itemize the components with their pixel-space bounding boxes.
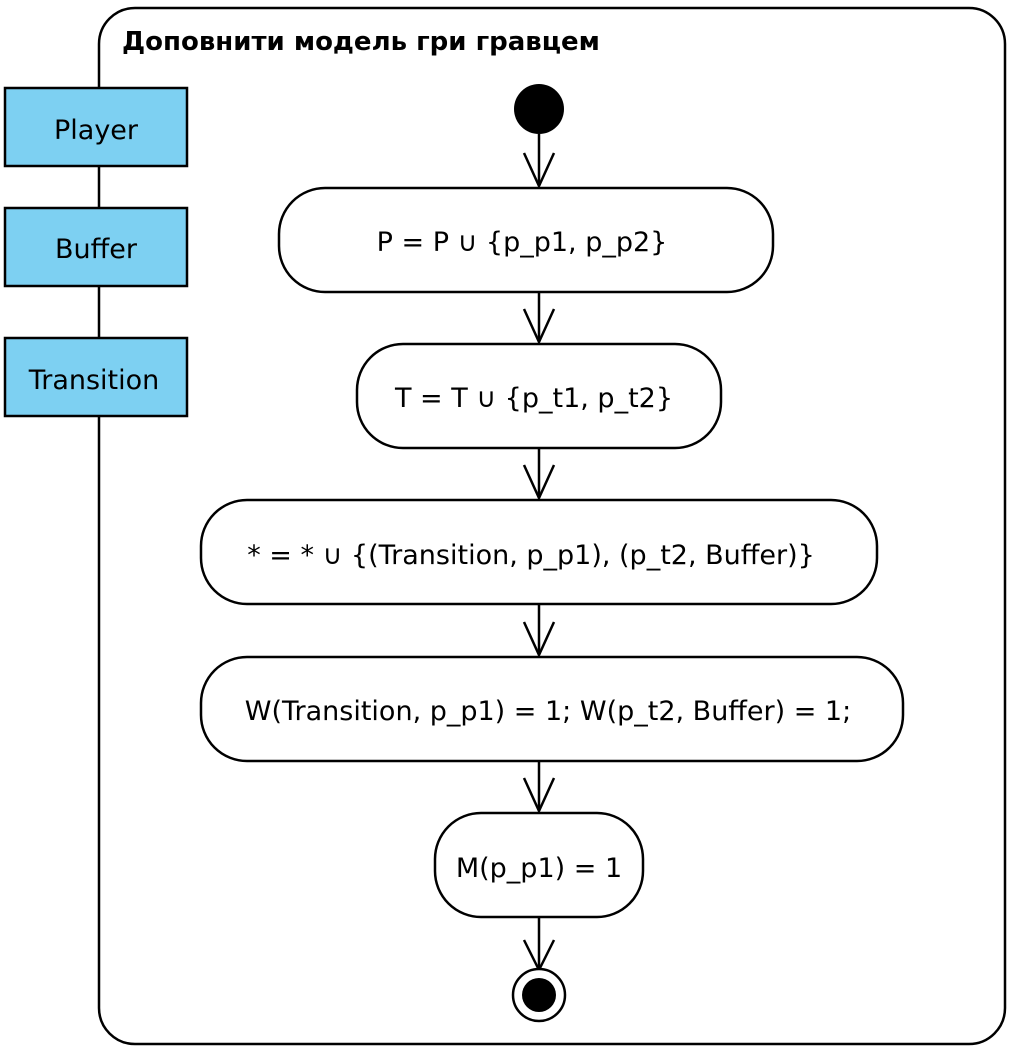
flow-initial-to-action-1 (522, 134, 556, 190)
control-flows (522, 134, 556, 973)
action-add-places[interactable]: P = P ∪ {p_p1, p_p2} (277, 186, 775, 294)
pin-buffer-label: Buffer (55, 234, 138, 265)
pin-buffer[interactable]: Buffer (3, 206, 189, 288)
action-add-transitions-label: T = T ∪ {p_t1, p_t2} (394, 383, 673, 414)
action-set-weights[interactable]: W(Transition, p_p1) = 1; W(p_t2, Buffer)… (199, 655, 905, 763)
flow-action-4-to-action-5 (522, 761, 556, 815)
action-add-arcs[interactable]: * = * ∪ {(Transition, p_p1), (p_t2, Buff… (199, 498, 879, 606)
action-set-marking[interactable]: M(p_p1) = 1 (433, 811, 645, 919)
action-add-transitions[interactable]: T = T ∪ {p_t1, p_t2} (355, 342, 723, 450)
pin-player-label: Player (54, 115, 139, 146)
activity-title: Доповнити модель гри гравцем (122, 27, 600, 57)
pin-transition[interactable]: Transition (3, 336, 189, 418)
flow-action-1-to-action-2 (522, 292, 556, 346)
flow-action-2-to-action-3 (522, 448, 556, 502)
flow-action-3-to-action-4 (522, 604, 556, 659)
final-node (511, 967, 567, 1023)
action-set-weights-label: W(Transition, p_p1) = 1; W(p_t2, Buffer)… (245, 696, 851, 727)
action-set-marking-label: M(p_p1) = 1 (456, 853, 622, 884)
pin-transition-label: Transition (28, 365, 160, 396)
action-add-arcs-label: * = * ∪ {(Transition, p_p1), (p_t2, Buff… (247, 540, 815, 571)
action-add-places-label: P = P ∪ {p_p1, p_p2} (377, 227, 668, 258)
pin-player[interactable]: Player (3, 86, 189, 168)
initial-node (514, 84, 564, 134)
